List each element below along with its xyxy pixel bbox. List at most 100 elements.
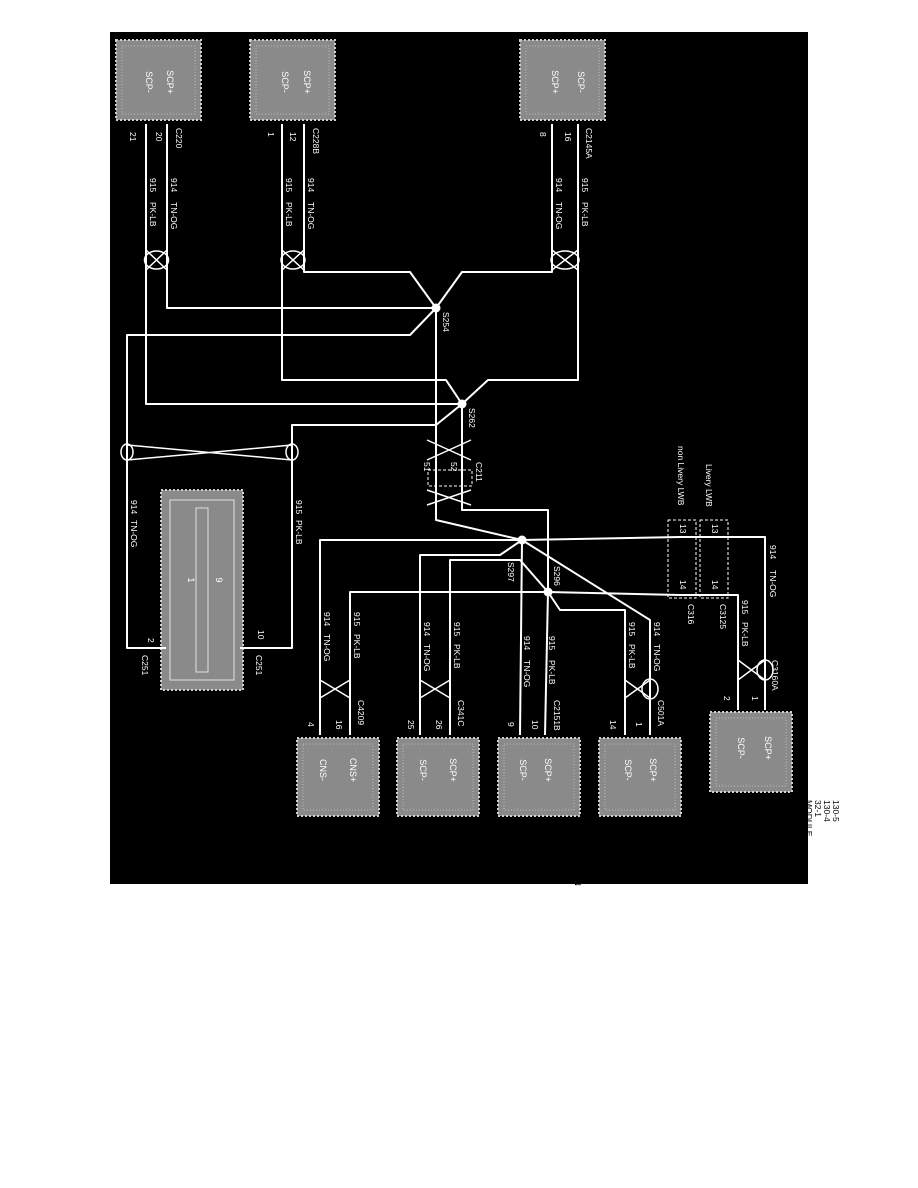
module-navigation-box <box>296 737 380 817</box>
c316-connector-frame <box>667 519 697 599</box>
wire-ic-tn-og <box>166 124 436 309</box>
pinnum-nav-4: 4 <box>306 722 316 727</box>
pinnum-c3125-14: 14 <box>710 580 720 590</box>
wire-label-door-915: 915 <box>627 622 637 636</box>
wire-label-lcm-pk-lb: PK-LB <box>580 202 590 227</box>
conn-c228b: C228B <box>311 128 321 154</box>
module-seat-box <box>396 737 480 817</box>
wire-label-lcm-915: 915 <box>580 178 590 192</box>
module-labels: INSTRUMENT CLUSTER 60-2 ELECTRONIC AUTOM… <box>220 40 841 888</box>
label-instrument-cluster: INSTRUMENT CLUSTER 60-2 <box>220 40 248 98</box>
wire-label-lcm-914: 914 <box>554 178 564 192</box>
pin-rear-scp-minus: SCP- <box>736 737 746 759</box>
splice-s262-dot <box>457 399 467 409</box>
wire-label-rear-pk-lb: PK-LB <box>740 622 750 647</box>
wire-dlc-pk-lb <box>240 403 463 649</box>
wire-label-eatc-pk-lb: PK-LB <box>284 202 294 227</box>
conn-c316: C316 <box>686 604 696 625</box>
wire-s296-air <box>544 591 549 736</box>
wire-label-nav-915: 915 <box>352 612 362 626</box>
wire-s297-air <box>519 539 523 736</box>
module-eatc-box <box>249 39 336 121</box>
wire-label-door-tn-og: TN-OG <box>652 644 662 671</box>
wire-s297-nav <box>319 539 522 735</box>
label-seat: DRIVER SEAT MODULE 123-2 <box>478 830 515 869</box>
pinnum-door-1: 1 <box>634 722 644 727</box>
pinnum-lcm-8: 8 <box>538 132 548 137</box>
c211-connector-frame <box>427 469 473 487</box>
wire-label-dlc-915: 915 <box>294 500 304 514</box>
wire-label-air-915: 915 <box>547 636 557 650</box>
pin-nav-cns-minus: CNS- <box>318 759 328 781</box>
pin-lcm-scp-minus: SCP- <box>576 71 586 93</box>
wire-label-nav-914: 914 <box>322 612 332 626</box>
pinnum-door-14: 14 <box>608 720 618 730</box>
wires <box>126 124 766 736</box>
conn-c341c: C341C <box>456 700 466 726</box>
module-air-suspension-box <box>497 737 581 817</box>
wire-label-air-tn-og: TN-OG <box>522 660 532 687</box>
splice-s296-dot <box>543 587 553 597</box>
pinnum-air-10: 10 <box>530 720 540 730</box>
splice-s297-dot <box>517 535 527 545</box>
conn-c3125: C3125 <box>718 604 728 629</box>
pin-ic-scp-plus: SCP+ <box>165 70 175 94</box>
pin-eatc-scp-plus: SCP+ <box>302 70 312 94</box>
wire-lcm-pk-lb <box>461 124 579 405</box>
splice-s296-label: S296 <box>552 566 562 586</box>
conn-c501a: C501A <box>656 700 666 726</box>
splice-s297-label: S297 <box>506 562 516 582</box>
pinnum-dlc-10: 10 <box>256 630 266 640</box>
wire-label-door-914: 914 <box>652 622 662 636</box>
wire-label-nav-pk-lb: PK-LB <box>352 634 362 659</box>
pinnum-ic-20: 20 <box>154 132 164 142</box>
wire-label-lcm-tn-og: TN-OG <box>554 202 564 229</box>
pinnum-c211-52: 52 <box>449 462 459 472</box>
wire-trunk-tn-og <box>435 308 523 541</box>
pin-air-scp-plus: SCP+ <box>543 758 553 782</box>
pinnum-c316-14: 14 <box>678 580 688 590</box>
wire-eatc-pk-lb <box>281 124 463 405</box>
conn-c220: C220 <box>174 128 184 149</box>
wire-label-seat-915: 915 <box>452 622 462 636</box>
label-air-suspension: AIR SUSPENSION MODULE 41-1 43-1 <box>564 830 610 888</box>
wire-label-rear-914: 914 <box>768 545 778 559</box>
label-lighting: LIGHTING CONTROL MODULE 58-3 <box>638 40 675 84</box>
label-navigation: NAVIGATION MODULE 32-2 <box>370 830 398 884</box>
wire-s296-rear <box>547 591 739 710</box>
pin-seat-scp-minus: SCP- <box>418 759 428 781</box>
wire-eatc-tn-og <box>303 124 437 309</box>
wire-label-door-pk-lb: PK-LB <box>627 644 637 669</box>
option-non-lwb-label: non Livery LWB <box>676 446 686 506</box>
conn-c3160a: C3160A <box>770 660 780 691</box>
pinnum-c3125-13: 13 <box>710 524 720 534</box>
wire-label-eatc-915: 915 <box>284 178 294 192</box>
pin-door-scp-minus: SCP- <box>623 759 633 781</box>
module-rear-audio-box <box>709 711 793 793</box>
wire-ic-pk-lb <box>145 124 462 405</box>
wire-dlc-tn-og <box>126 307 437 649</box>
conn-c4209: C4209 <box>356 700 366 725</box>
pin-eatc-scp-minus: SCP- <box>280 71 290 93</box>
module-dlc-box <box>160 489 244 691</box>
wire-s296-door <box>547 591 626 735</box>
label-dlc: DATA LINK CONNECTOR (DLC) 15-10 <box>242 698 279 755</box>
wire-label-seat-pk-lb: PK-LB <box>452 644 462 669</box>
wire-label-dlc-914: 914 <box>129 500 139 514</box>
wire-s296-nav <box>349 591 548 735</box>
pin-seat-scp-plus: SCP+ <box>448 758 458 782</box>
wire-s297-seat <box>419 539 523 735</box>
conn-c251-a: C251 <box>140 655 150 676</box>
dlc-pin-1: 1 <box>186 577 196 582</box>
wire-s296-seat <box>449 559 549 735</box>
splice-s262-label: S262 <box>467 408 477 428</box>
pinnum-air-9: 9 <box>506 722 516 727</box>
option-lwb-label: Livery LWB <box>704 464 714 507</box>
pinnum-rear-2: 2 <box>722 696 732 701</box>
dlc-pin-9: 9 <box>214 577 224 582</box>
c3125-connector-frame <box>699 519 729 599</box>
pinnum-dlc-2: 2 <box>146 638 156 643</box>
wire-label-dlc-pk-lb: PK-LB <box>294 520 304 545</box>
pinnum-rear-1: 1 <box>750 696 760 701</box>
